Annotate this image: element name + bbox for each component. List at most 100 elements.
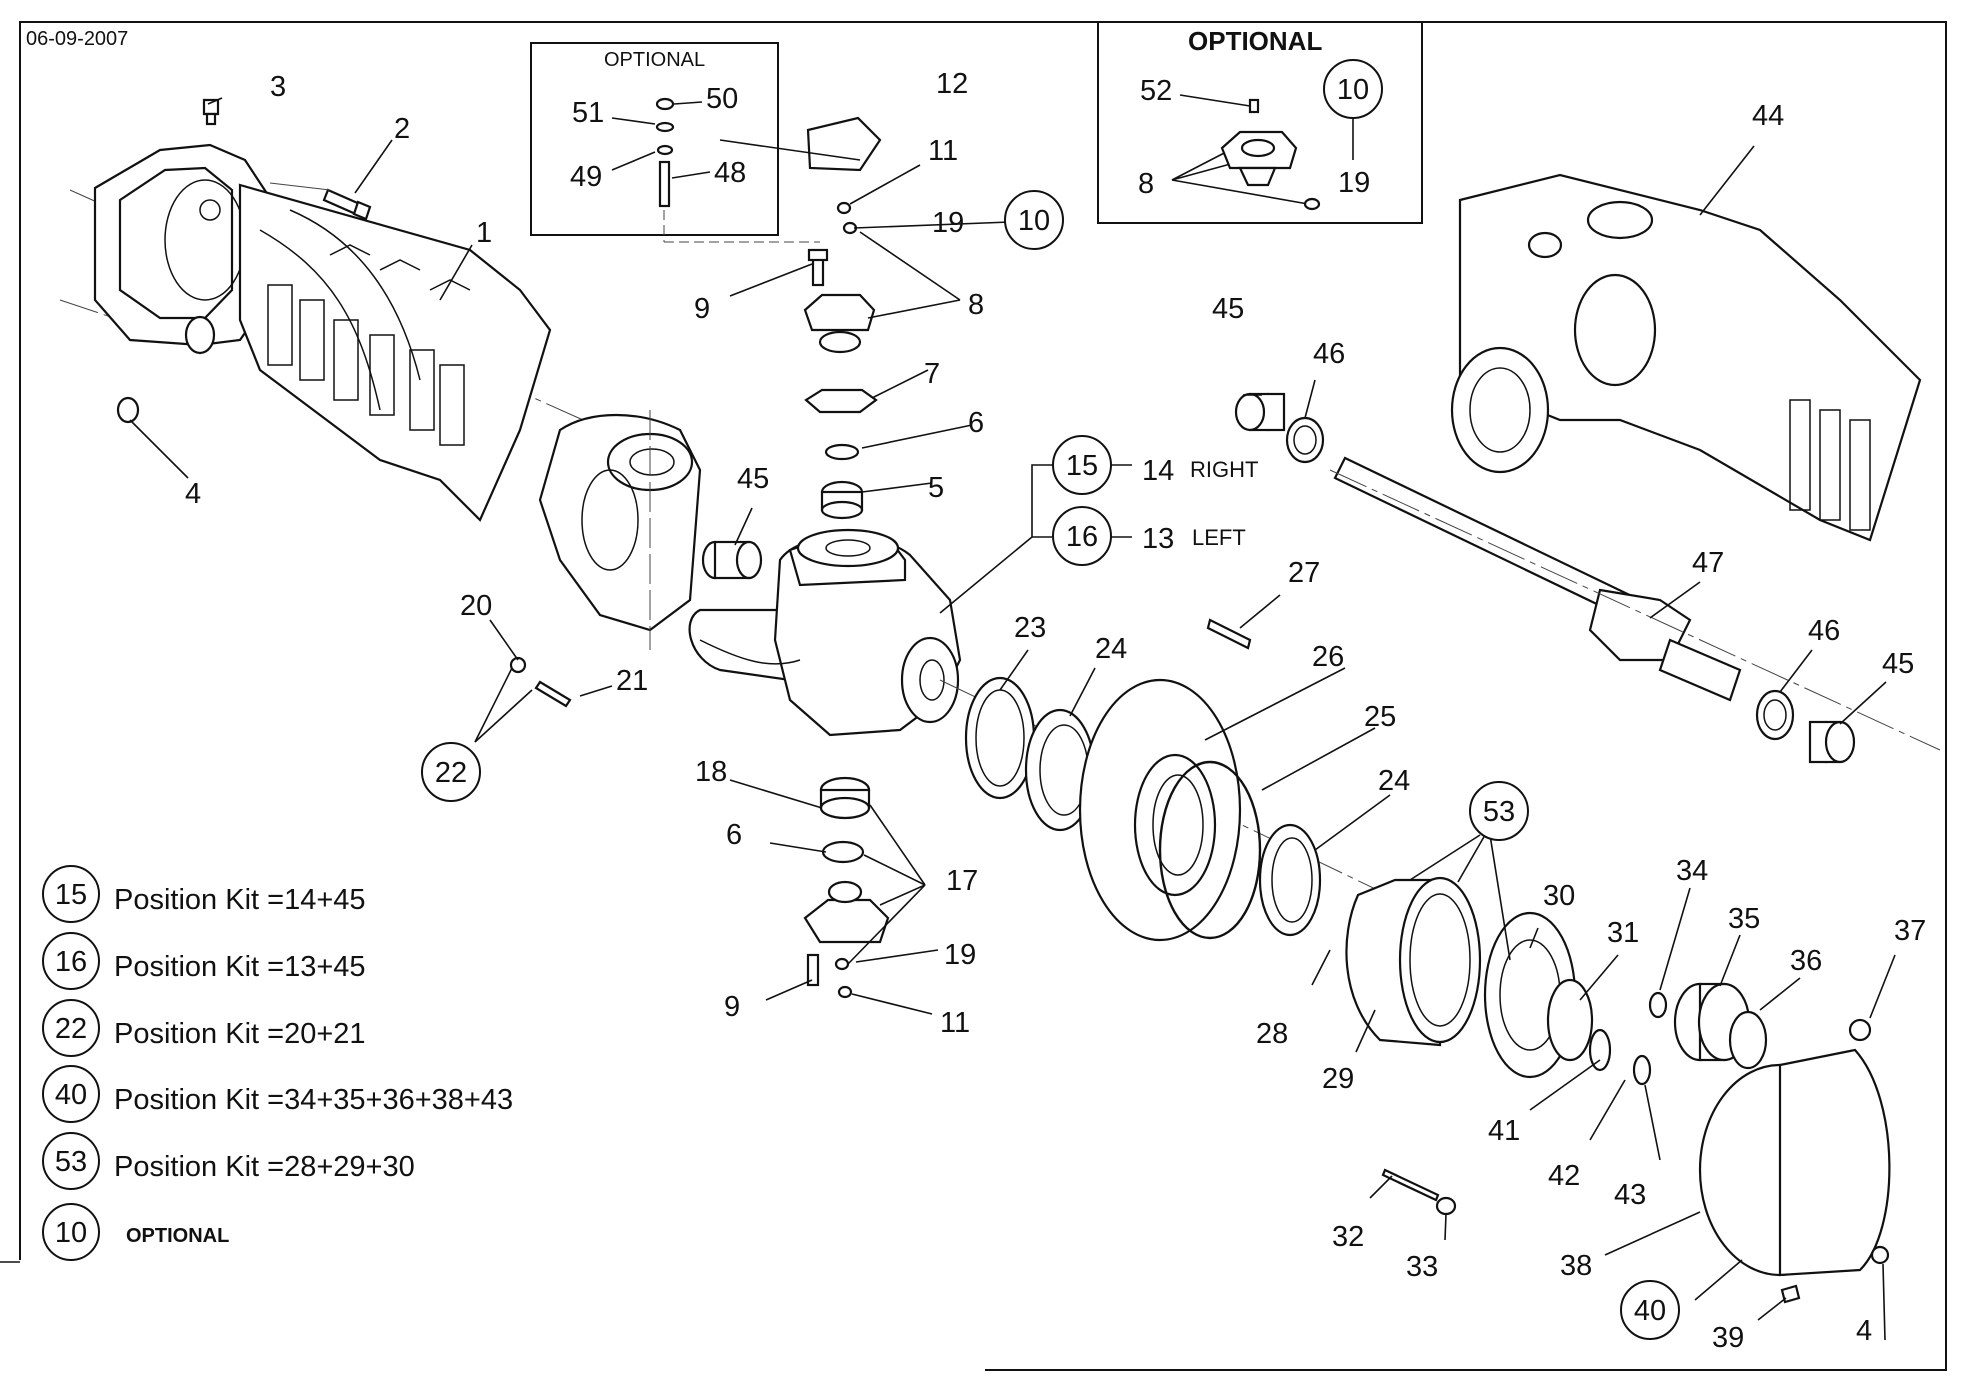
legend-row: 22 Position Kit =20+21 xyxy=(42,999,366,1057)
callout-30: 30 xyxy=(1543,880,1575,912)
callout-45-left: 45 xyxy=(737,463,769,495)
callout-numbers: 3 2 1 4 12 11 19 9 8 7 6 5 45 14 13 RIGH… xyxy=(185,68,1926,1354)
stud-48-shape xyxy=(658,160,671,208)
hub-assembly-shape xyxy=(939,618,1891,1304)
label-right: RIGHT xyxy=(1190,457,1258,482)
callout-42: 42 xyxy=(1548,1160,1580,1192)
callout-26: 26 xyxy=(1312,641,1344,673)
callout-44: 44 xyxy=(1752,100,1784,132)
callout-9-top: 9 xyxy=(694,293,710,325)
legend-kit-number: 16 xyxy=(55,946,87,978)
callout-4-left: 4 xyxy=(185,478,201,510)
legend-row: 53 Position Kit =28+29+30 xyxy=(42,1132,415,1190)
legend-row: 15 Position Kit =14+45 xyxy=(42,865,366,923)
frame xyxy=(0,21,1947,1371)
callout-24-bottom: 24 xyxy=(1378,765,1410,797)
callout-21: 21 xyxy=(616,665,648,697)
washer-51-shape xyxy=(655,121,675,133)
callout-23: 23 xyxy=(1014,612,1046,644)
callout-6-bottom: 6 xyxy=(726,819,742,851)
callout-6-top: 6 xyxy=(968,407,984,439)
callout-7: 7 xyxy=(924,358,940,390)
circled-40: 40 xyxy=(1634,1295,1666,1327)
nut-50-shape xyxy=(655,97,675,111)
callout-34: 34 xyxy=(1676,855,1708,887)
circled-callouts: 10 15 16 22 53 40 xyxy=(421,190,1680,1340)
washer-49-shape xyxy=(656,144,674,156)
kingpin-upper-parts xyxy=(803,116,882,520)
callout-33: 33 xyxy=(1406,1251,1438,1283)
callout-32: 32 xyxy=(1332,1221,1364,1253)
callout-19-optional: 19 xyxy=(1338,167,1370,199)
legend-text: Position Kit =20+21 xyxy=(114,1018,366,1050)
circled-10: 10 xyxy=(1018,205,1050,237)
callout-9-bottom: 9 xyxy=(724,991,740,1023)
callout-2: 2 xyxy=(394,113,410,145)
callout-4-right: 4 xyxy=(1856,1315,1872,1347)
callout-11-top: 11 xyxy=(928,135,958,167)
callout-31: 31 xyxy=(1607,917,1639,949)
callout-48: 48 xyxy=(714,157,746,189)
callout-8-optional: 8 xyxy=(1138,168,1154,200)
callout-28: 28 xyxy=(1256,1018,1288,1050)
callout-41: 41 xyxy=(1488,1115,1520,1147)
callout-25: 25 xyxy=(1364,701,1396,733)
small-parts-left xyxy=(116,98,372,424)
callout-24-top: 24 xyxy=(1095,633,1127,665)
callout-47: 47 xyxy=(1692,547,1724,579)
callout-36: 36 xyxy=(1790,945,1822,977)
circled-10-optional: 10 xyxy=(1337,74,1369,106)
callout-50: 50 xyxy=(706,83,738,115)
callout-19-bottom: 19 xyxy=(944,939,976,971)
steering-knuckle-shape xyxy=(688,528,962,737)
circled-53: 53 xyxy=(1483,796,1515,828)
bushing-45-left-shape xyxy=(701,540,763,580)
cap-12-shape xyxy=(806,116,882,172)
optional-box-left-title: OPTIONAL xyxy=(604,49,705,71)
callout-35: 35 xyxy=(1728,903,1760,935)
callout-45-bottom: 45 xyxy=(1882,648,1914,680)
axle-housing-shape xyxy=(59,143,702,650)
callout-5: 5 xyxy=(928,472,944,504)
callout-37: 37 xyxy=(1894,915,1926,947)
callout-46-top: 46 xyxy=(1313,338,1345,370)
legend-row: 40 Position Kit =34+35+36+38+43 xyxy=(42,1065,513,1123)
callout-39: 39 xyxy=(1712,1322,1744,1354)
grease-parts-20-21 xyxy=(509,656,572,708)
label-left: LEFT xyxy=(1192,525,1246,550)
legend-kit-number: 53 xyxy=(55,1146,87,1178)
callout-29: 29 xyxy=(1322,1063,1354,1095)
optional-box-right-title: OPTIONAL xyxy=(1188,26,1322,56)
callout-3: 3 xyxy=(270,71,286,103)
callout-27: 27 xyxy=(1288,557,1320,589)
callout-19-top: 19 xyxy=(932,207,964,239)
right-housing-and-shaft-shape xyxy=(1234,173,1941,764)
circled-15: 15 xyxy=(1066,450,1098,482)
circled-22: 22 xyxy=(435,757,467,789)
optional-box-right: OPTIONAL 52 8 19 10 xyxy=(1097,21,1423,224)
legend-text: Position Kit =13+45 xyxy=(114,951,366,983)
legend-kit-number: 10 xyxy=(55,1217,87,1249)
callout-49: 49 xyxy=(570,161,602,193)
legend-text: Position Kit =28+29+30 xyxy=(114,1151,415,1183)
callout-38: 38 xyxy=(1560,1250,1592,1282)
callout-43: 43 xyxy=(1614,1179,1646,1211)
callout-14: 14 xyxy=(1142,455,1174,487)
kingpin-lower-parts xyxy=(803,776,890,999)
callout-51: 51 xyxy=(572,97,604,129)
legend-kit-number: 40 xyxy=(55,1079,87,1111)
kit-legend: 15 Position Kit =14+45 16 Position Kit =… xyxy=(42,865,513,1261)
callout-8: 8 xyxy=(968,289,984,321)
legend-text: OPTIONAL xyxy=(126,1225,229,1247)
optional-box-left: OPTIONAL 51 50 49 48 xyxy=(530,42,779,236)
callout-17: 17 xyxy=(946,865,978,897)
callout-20: 20 xyxy=(460,590,492,622)
callout-12: 12 xyxy=(936,68,968,100)
date-stamp: 06-09-2007 xyxy=(26,28,128,50)
callout-1: 1 xyxy=(476,217,492,249)
legend-kit-number: 15 xyxy=(55,879,87,911)
circled-16: 16 xyxy=(1066,521,1098,553)
legend-kit-number: 22 xyxy=(55,1013,87,1045)
